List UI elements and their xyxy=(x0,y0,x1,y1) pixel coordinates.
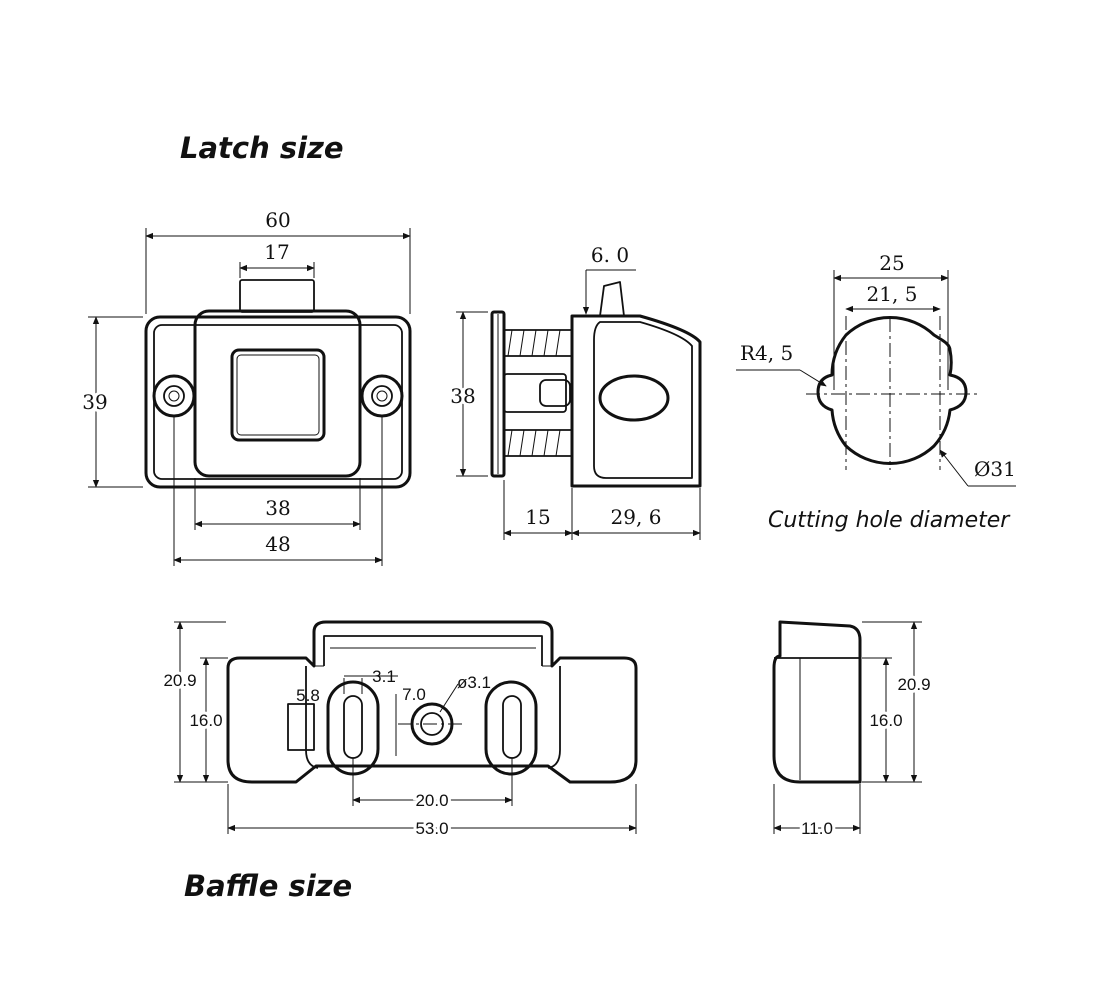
body-width-label: 38 xyxy=(265,496,290,520)
radius-label: R4, 5 xyxy=(740,341,793,365)
side-total-height-label: 20.9 xyxy=(897,675,930,694)
hole-diameter-label: ø3.1 xyxy=(457,673,491,692)
front-depth-label: 15 xyxy=(525,505,550,529)
latch-front-view: 60 17 39 38 48 xyxy=(79,208,412,566)
side-body-height-label: 16.0 xyxy=(869,711,902,730)
latch-side-view: 38 6. 0 15 29, 6 xyxy=(447,243,702,540)
hole-spacing-label: 48 xyxy=(265,532,290,556)
baffle-side-view: 20.9 16.0 11.0 xyxy=(772,620,934,841)
latch-size-heading: Latch size xyxy=(180,131,344,165)
baffle-body-height-label: 16.0 xyxy=(189,711,222,730)
baffle-size-heading: Baffle size xyxy=(184,869,352,903)
body-depth-label: 29, 6 xyxy=(611,505,662,529)
baffle-length-label: 53.0 xyxy=(415,819,448,838)
cutting-hole-view: 25 21, 5 R4, 5 Ø31 xyxy=(736,251,1016,487)
inner-width-label: 21, 5 xyxy=(867,282,918,306)
latch-width-label: 60 xyxy=(265,208,290,232)
tab-height-label: 6. 0 xyxy=(591,243,629,267)
latch-height-label: 39 xyxy=(82,390,107,414)
button-width-label: 17 xyxy=(264,240,289,264)
side-depth-label: 11.0 xyxy=(801,819,833,838)
slot-width-label: 3.1 xyxy=(372,667,396,686)
baffle-front-view: 20.9 16.0 3.1 5.8 7.0 ø3.1 20.0 53.0 xyxy=(160,620,638,841)
slot-inner-label: 5.8 xyxy=(296,686,320,705)
outer-width-label: 25 xyxy=(879,251,904,275)
baffle-total-height-label: 20.9 xyxy=(163,671,196,690)
offset-label: 7.0 xyxy=(402,685,426,704)
side-height-label: 38 xyxy=(450,384,475,408)
diameter-label: Ø31 xyxy=(974,457,1016,481)
slot-spacing-label: 20.0 xyxy=(415,791,448,810)
cutting-hole-caption: Cutting hole diameter xyxy=(768,508,1011,533)
